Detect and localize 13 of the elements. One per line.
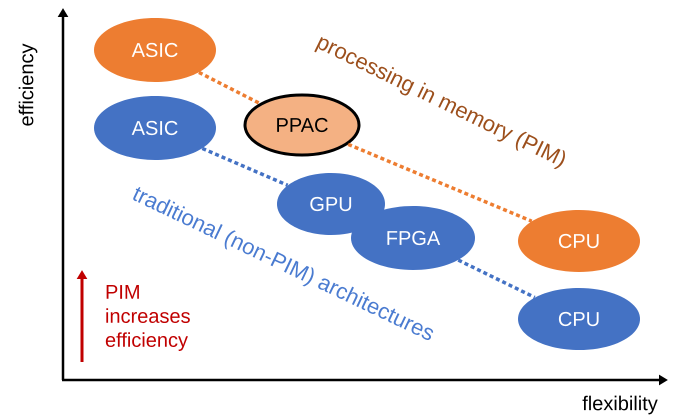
ellipse-node: ASIC — [94, 96, 216, 160]
dotted-connector — [348, 142, 532, 223]
axis-label: efficiency — [18, 44, 38, 126]
dotted-connector — [198, 70, 260, 105]
ellipse-node: CPU — [518, 210, 640, 272]
ellipse-node: GPU — [277, 173, 385, 235]
axis-label: flexibility — [582, 396, 658, 414]
ellipse-node: FPGA — [351, 206, 475, 270]
ellipse-node: CPU — [518, 288, 640, 350]
dotted-connector — [202, 146, 288, 187]
ellipse-node: ASIC — [94, 18, 216, 82]
annotation-text: PIM increases efficiency — [106, 285, 190, 351]
dotted-connector — [458, 258, 536, 299]
